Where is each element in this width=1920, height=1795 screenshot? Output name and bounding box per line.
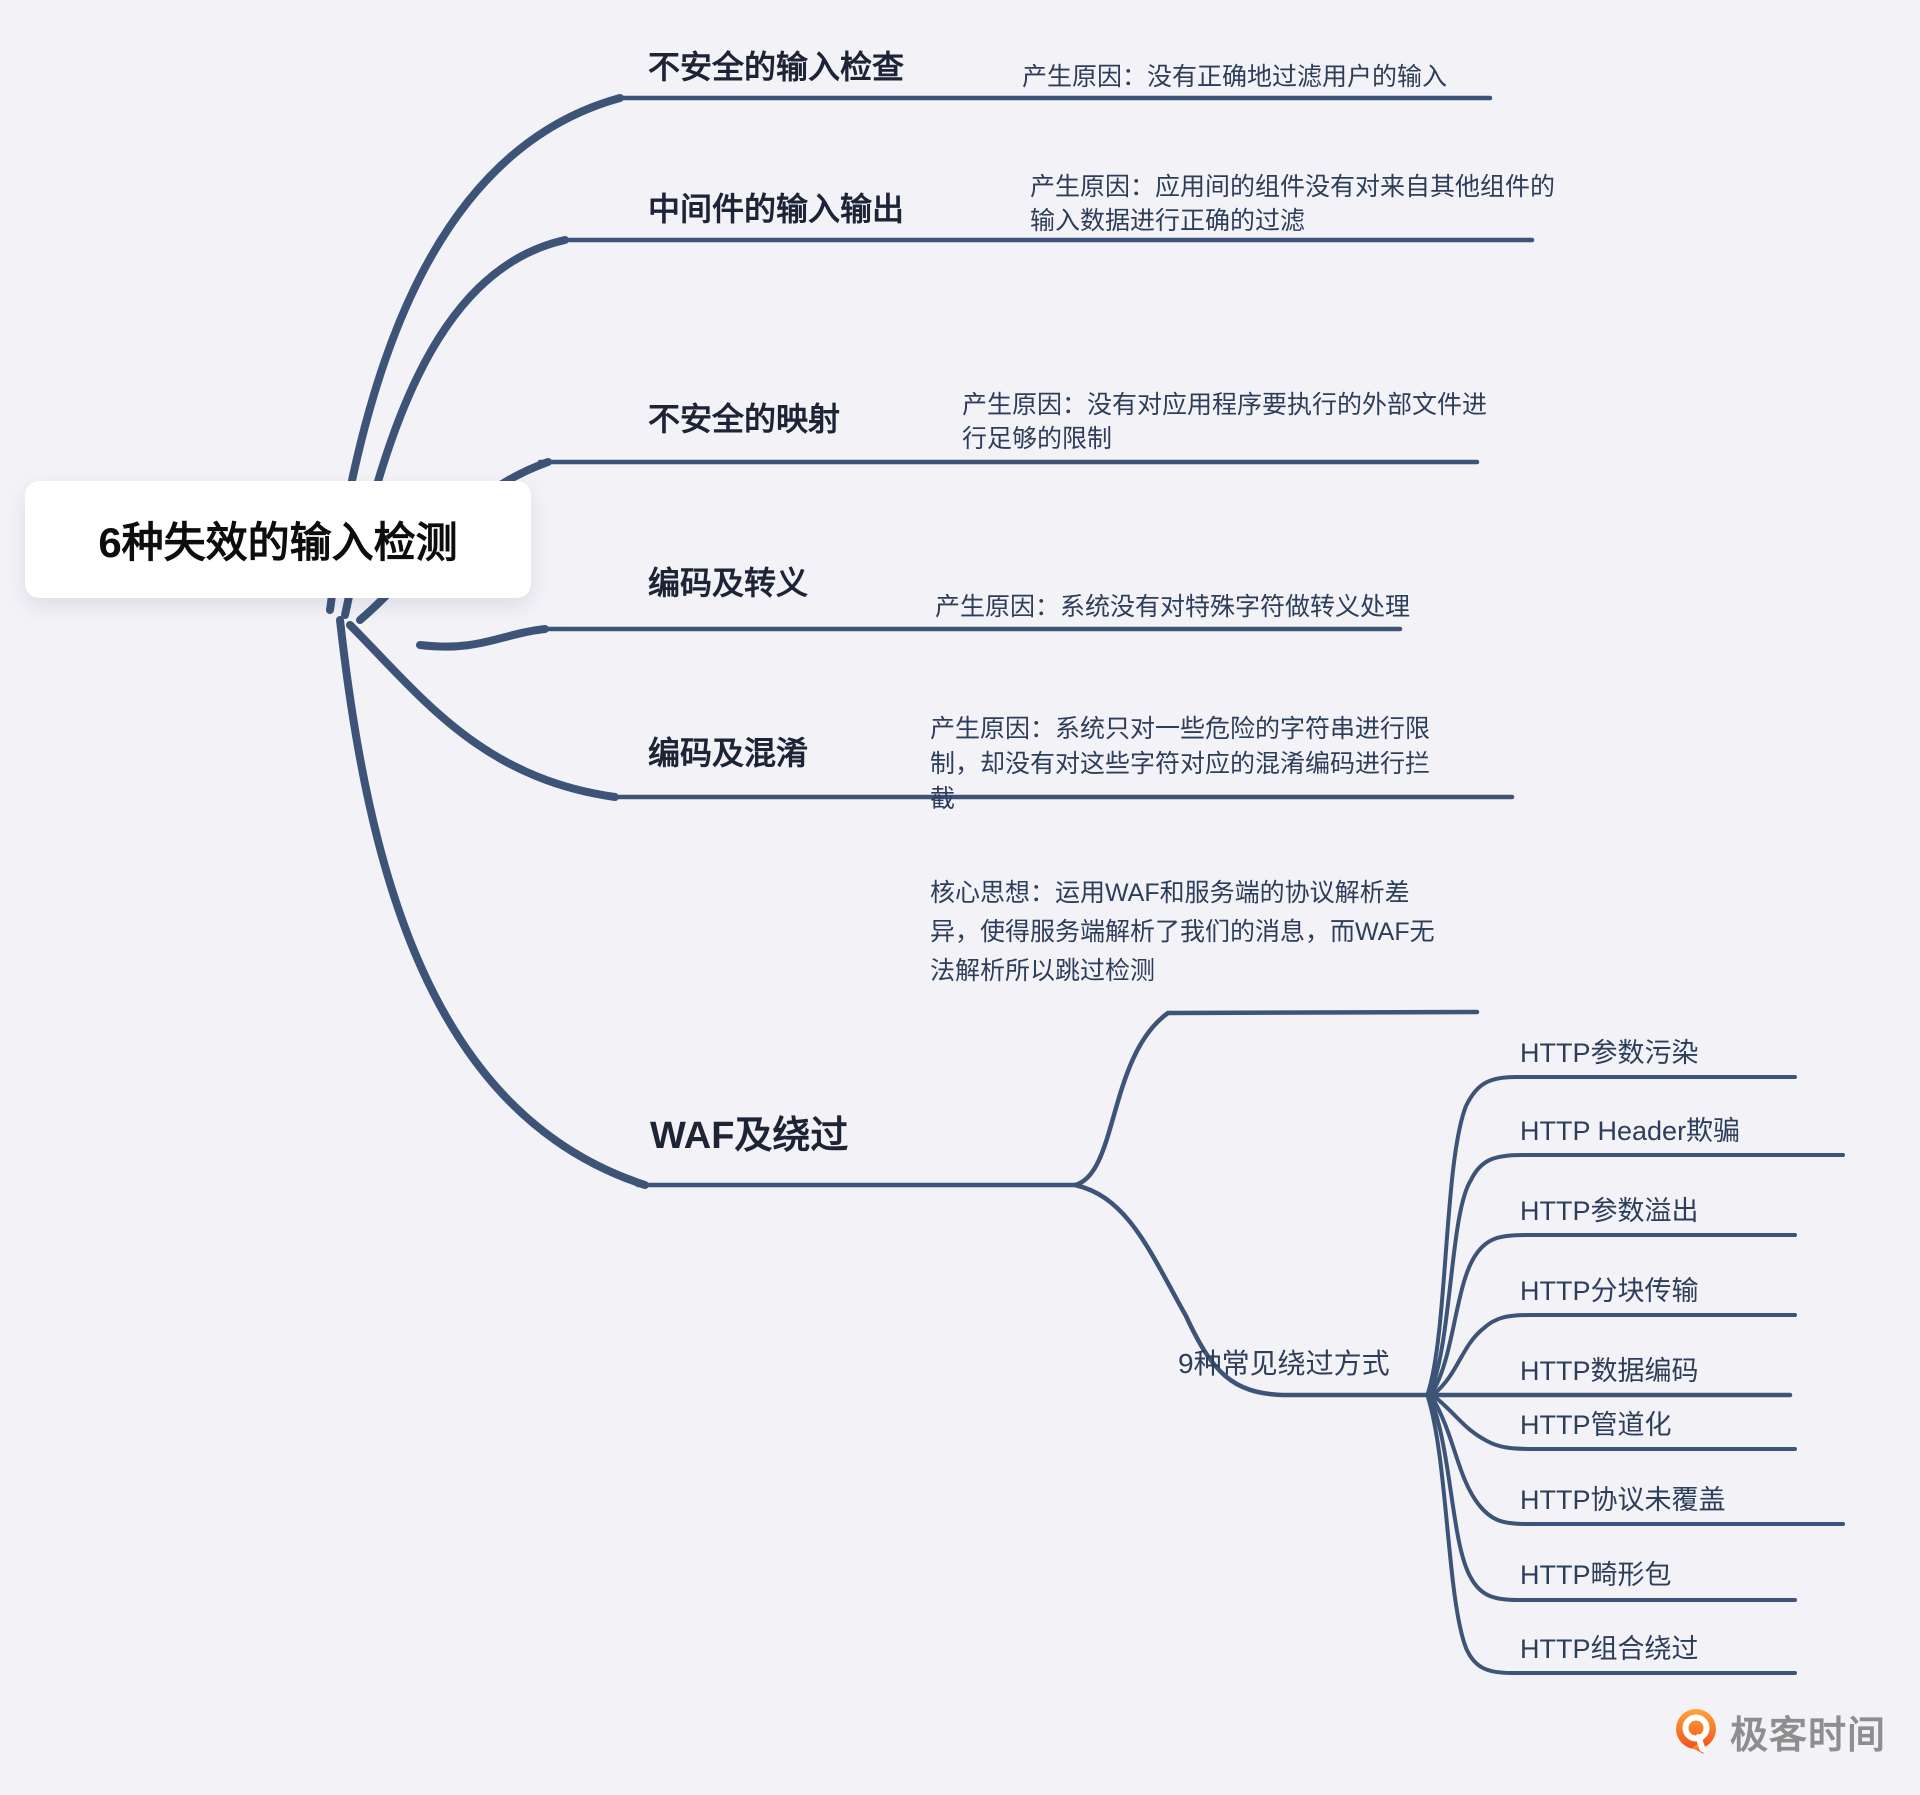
- method-curve-2: [1428, 1153, 1845, 1395]
- method-http-param-overflow[interactable]: HTTP参数溢出: [1520, 1196, 1699, 1226]
- method-http-header-spoofing[interactable]: HTTP Header欺骗: [1520, 1116, 1741, 1146]
- geektime-watermark: 极客时间: [1672, 1704, 1886, 1759]
- topic-encoding-obfuscation[interactable]: 编码及混淆: [648, 735, 809, 771]
- topic-encoding-escaping[interactable]: 编码及转义: [648, 565, 809, 601]
- waf-bypass-curve: [1072, 1182, 1793, 1398]
- method-curve-9: [1426, 1395, 1797, 1675]
- geektime-logo-icon: [1676, 1708, 1716, 1754]
- method-curve-6: [1432, 1394, 1797, 1451]
- root-node[interactable]: 6种失效的输入检测: [25, 481, 531, 598]
- method-http-protocol-uncovered[interactable]: HTTP协议未覆盖: [1520, 1485, 1726, 1515]
- method-http-malformed-packet[interactable]: HTTP畸形包: [1520, 1560, 1672, 1590]
- branch-curve-6: [336, 616, 649, 1189]
- cause-encoding-escaping[interactable]: 产生原因：系统没有对特殊字符做转义处理: [935, 593, 1411, 621]
- root-node-label: 6种失效的输入检测: [98, 519, 458, 566]
- bypass-methods-label[interactable]: 9种常见绕过方式: [1178, 1348, 1390, 1379]
- method-curve-3: [1430, 1233, 1797, 1395]
- branch-curve-5: [346, 621, 619, 801]
- method-http-pipelining[interactable]: HTTP管道化: [1520, 1410, 1672, 1440]
- cause-encoding-obfuscation[interactable]: 产生原因：系统只对一些危险的字符串进行限制，却没有对这些字符对应的混淆编码进行拦…: [930, 715, 1431, 813]
- method-curve-7: [1430, 1395, 1845, 1526]
- cause-unsafe-input-check[interactable]: 产生原因：没有正确地过滤用户的输入: [1022, 63, 1448, 91]
- cause-unsafe-mapping[interactable]: 产生原因：没有对应用程序要执行的外部文件进行足够的限制: [962, 391, 1488, 453]
- method-curve-8: [1428, 1395, 1797, 1602]
- method-curve-4: [1432, 1313, 1797, 1396]
- method-http-combined-bypass[interactable]: HTTP组合绕过: [1520, 1634, 1699, 1664]
- branch-curve-4: [416, 625, 549, 651]
- method-http-data-encoding[interactable]: HTTP数据编码: [1520, 1356, 1699, 1386]
- waf-coreidea-curve: [1072, 1009, 1480, 1188]
- method-http-chunked-transfer[interactable]: HTTP分块传输: [1520, 1276, 1699, 1306]
- topic-middleware-io[interactable]: 中间件的输入输出: [648, 191, 905, 227]
- topic-unsafe-mapping[interactable]: 不安全的映射: [648, 401, 841, 437]
- geektime-brand-text: 极客时间: [1730, 1715, 1887, 1757]
- topic-waf-bypass[interactable]: WAF及绕过: [650, 1115, 849, 1157]
- method-curve-1: [1426, 1075, 1797, 1395]
- waf-core-idea[interactable]: 核心思想：运用WAF和服务端的协议解析差异，使得服务端解析了我们的消息，而WAF…: [930, 879, 1435, 985]
- cause-middleware-io[interactable]: 产生原因：应用间的组件没有对来自其他组件的输入数据进行正确的过滤: [1030, 173, 1556, 235]
- topic-unsafe-input-check[interactable]: 不安全的输入检查: [648, 49, 905, 85]
- method-http-param-pollution[interactable]: HTTP参数污染: [1520, 1038, 1699, 1068]
